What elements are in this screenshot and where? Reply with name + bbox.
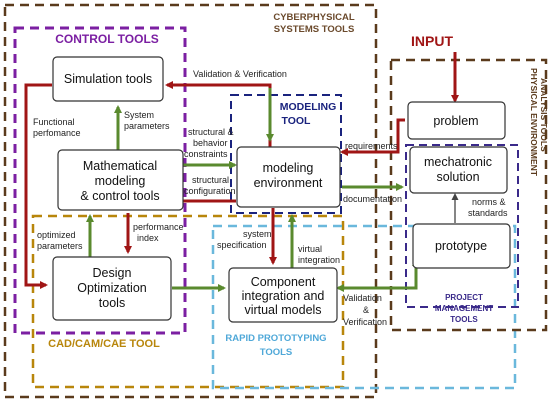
rapid-prototyping-title-line: TOOLS — [260, 347, 293, 358]
structural-configuration-line: configuration — [184, 186, 236, 196]
functional-perfomance-arrow — [24, 83, 52, 289]
mathematical-modeling-label: Mathematical — [83, 159, 157, 173]
optimized-parameters-line: optimized — [37, 230, 76, 240]
project-management-title-line: MANAGEMENT — [435, 304, 493, 313]
component-prototype-arrow — [336, 258, 420, 292]
cyberphysical-title-line: CYBERPHYSICAL — [273, 12, 354, 23]
modeling-tool-title-line: MODELING — [280, 101, 337, 113]
design-optimization-node: Design Optimization tools — [52, 256, 172, 321]
documentation-label: documentation — [343, 194, 402, 204]
cyberphysical-title-line: SYSTEMS TOOLS — [274, 24, 355, 35]
structural-configuration-label: structural configuration — [184, 175, 236, 196]
system-parameters-label: System parameters — [124, 110, 170, 131]
mathematical-modeling-label: & control tools — [80, 189, 159, 203]
physical-environment-title-line: PHYSICAL ENVIRONMENT — [529, 68, 539, 177]
functional-perfomance-line: Functional — [33, 117, 75, 127]
cad-tool-title: CAD/CAM/CAE TOOL — [48, 338, 160, 350]
simulation-tools-label: Simulation tools — [64, 72, 152, 86]
structural-configuration-line: structural — [192, 175, 229, 185]
modeling-tool-title: MODELING TOOL — [280, 101, 337, 127]
validation-verification-2-label: Validation & Verification — [343, 293, 387, 327]
physical-environment-title-line: ANALYSIS TOOLS — [539, 78, 549, 152]
project-management-title-line: TOOLS — [450, 315, 478, 324]
structural-behavior-line: behavior — [193, 138, 228, 148]
design-optimization-label: tools — [99, 296, 125, 310]
performance-index-label: performance index — [133, 222, 184, 243]
structural-behavior-label: structural & behavior constraints — [184, 127, 234, 159]
input-label: INPUT — [411, 33, 453, 49]
norms-standards-line: standards — [468, 208, 508, 218]
design-optimization-label: Design — [93, 266, 132, 280]
cyberphysical-title: CYBERPHYSICAL SYSTEMS TOOLS — [273, 12, 354, 35]
modeling-environment-node: modeling environment — [236, 146, 341, 208]
design-optimization-label: Optimization — [77, 281, 147, 295]
virtual-integration-label: virtual integration — [298, 244, 340, 265]
component-integration-label: virtual models — [244, 303, 321, 317]
simulation-tools-node: Simulation tools — [52, 56, 164, 102]
control-tools-title: CONTROL TOOLS — [55, 32, 159, 46]
virtual-integration-line: virtual — [298, 244, 322, 254]
problem-label: problem — [433, 114, 478, 128]
mathematical-modeling-label: modeling — [95, 174, 146, 188]
optimized-parameters-line: parameters — [37, 241, 83, 251]
cad-tool-region — [31, 214, 345, 389]
component-integration-label: integration and — [242, 289, 325, 303]
norms-standards-label: norms & standards — [468, 197, 508, 218]
validation-verification-2-line: Verification — [343, 317, 387, 327]
system-specification-line: specification — [217, 240, 267, 250]
project-management-title: PROJECT MANAGEMENT TOOLS — [435, 293, 493, 324]
project-management-title-line: PROJECT — [445, 293, 483, 302]
prototype-node: prototype — [412, 223, 511, 269]
rapid-prototyping-title: RAPID PROTOTYPING TOOLS — [225, 333, 326, 358]
performance-index-line: index — [137, 233, 159, 243]
norms-standards-line: norms & — [472, 197, 506, 207]
mathematical-modeling-node: Mathematical modeling & control tools — [57, 149, 184, 211]
component-integration-label: Component — [251, 275, 316, 289]
structural-behavior-line: constraints — [184, 149, 228, 159]
modeling-tool-title-line: TOOL — [282, 115, 312, 127]
modeling-environment-label: environment — [254, 176, 323, 190]
system-specification-label: system specification — [217, 229, 272, 250]
requirements-label: requirements — [345, 141, 398, 151]
modeling-environment-label: modeling — [263, 161, 314, 175]
system-specification-line: system — [243, 229, 272, 239]
functional-perfomance-line: perfomance — [33, 128, 81, 138]
mechatronic-solution-label: mechatronic — [424, 155, 492, 169]
validation-verification-2-line: & — [363, 305, 369, 315]
performance-index-line: performance — [133, 222, 184, 232]
physical-environment-title: PHYSICAL ENVIRONMENT ANALYSIS TOOLS — [529, 68, 549, 177]
validation-verification-2-line: Validation — [343, 293, 382, 303]
system-parameters-line: System — [124, 110, 154, 120]
component-integration-node: Component integration and virtual models — [228, 267, 338, 323]
arrows — [24, 52, 459, 292]
virtual-integration-line: integration — [298, 255, 340, 265]
prototype-label: prototype — [435, 239, 487, 253]
problem-node: problem — [407, 101, 506, 140]
control-tools-region — [13, 26, 187, 335]
rapid-prototyping-title-line: RAPID PROTOTYPING — [225, 333, 326, 344]
requirements-arrow — [340, 118, 405, 156]
mechatronic-solution-label: solution — [436, 170, 479, 184]
structural-behavior-line: structural & — [188, 127, 234, 137]
optimized-parameters-label: optimized parameters — [37, 230, 83, 251]
physical-environment-region — [389, 58, 548, 332]
functional-perfomance-label: Functional perfomance — [33, 117, 81, 138]
validation-verification-label: Validation & Verification — [193, 69, 287, 79]
cyberphysical-region — [3, 3, 378, 399]
system-parameters-line: parameters — [124, 121, 170, 131]
project-management-region — [405, 144, 519, 308]
mechatronic-solution-node: mechatronic solution — [409, 146, 508, 194]
